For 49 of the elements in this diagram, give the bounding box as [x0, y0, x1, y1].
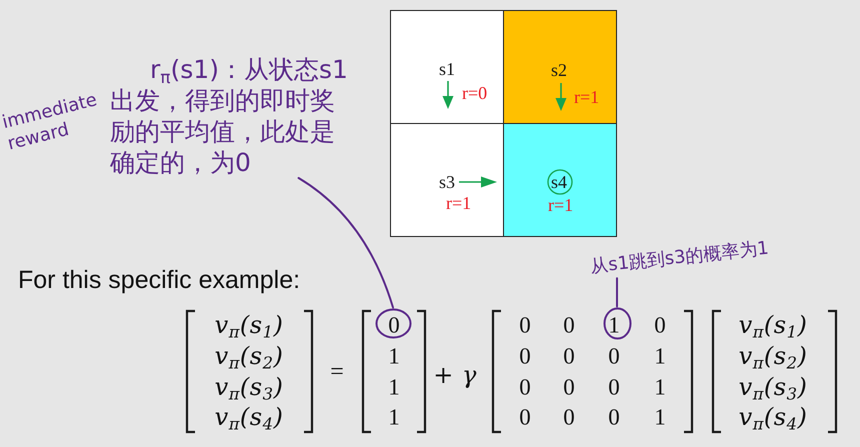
matrix-entry: 1: [608, 314, 620, 336]
reward-label: r=1: [548, 196, 574, 214]
matrix-entry: 0: [563, 406, 575, 428]
handwritten-note: r$_{π}$(s1)：从状态s1出发，得到的即时奖励的平均值，此处是确定的，为0: [110, 54, 355, 178]
matrix-entry: 0: [519, 406, 531, 428]
vector-entry: v$_{π}$(s$_{4}$): [738, 405, 808, 429]
state-label: s4: [551, 173, 568, 191]
reward-label: r=0: [462, 84, 488, 102]
grid-cell: [390, 123, 504, 237]
state-label: s1: [439, 60, 456, 78]
matrix-entry: 0: [563, 314, 575, 336]
equals-sign: =: [330, 360, 344, 384]
grid-cell: [503, 10, 617, 124]
grid-cell: [503, 123, 617, 237]
vector-entry: v$_{π}$(s$_{3}$): [738, 375, 808, 399]
matrix-entry: 0: [519, 314, 531, 336]
matrix-entry: 0: [608, 376, 620, 398]
matrix-entry: 1: [654, 406, 666, 428]
math-term: + γ: [433, 363, 477, 387]
state-label: s2: [551, 61, 568, 79]
vector-entry: 1: [388, 344, 400, 368]
reward-label: r=1: [574, 88, 600, 106]
state-label: s3: [439, 173, 456, 191]
matrix-entry: 1: [654, 344, 666, 368]
matrix-entry: 0: [608, 406, 620, 428]
matrix-entry: 0: [563, 376, 575, 398]
hand-drawn-circle: [374, 308, 412, 338]
leader-line: [616, 277, 618, 308]
vector-entry: v$_{π}$(s$_{1}$): [738, 313, 808, 337]
matrix-entry: 0: [654, 314, 666, 336]
hand-drawn-circle: [602, 306, 632, 340]
vector-entry: 1: [388, 406, 400, 428]
handwritten-note: 从s1跳到s3的概率为1: [589, 238, 770, 278]
reward-label: r=1: [446, 194, 472, 212]
leader-line: [298, 177, 394, 308]
vector-entry: v$_{π}$(s$_{2}$): [738, 344, 808, 368]
matrix-entry: 0: [519, 376, 531, 398]
matrix-entry: 0: [608, 344, 620, 368]
vector-entry: v$_{π}$(s$_{1}$): [214, 313, 284, 337]
vector-entry: v$_{π}$(s$_{2}$): [214, 344, 284, 368]
matrix-entry: 0: [563, 344, 575, 368]
vector-entry: 0: [388, 314, 400, 336]
intro-text: For this specific example:: [18, 265, 300, 295]
vector-entry: v$_{π}$(s$_{4}$): [214, 405, 284, 429]
grid-cell: [390, 10, 504, 124]
vector-entry: v$_{π}$(s$_{3}$): [214, 375, 284, 399]
matrix-entry: 0: [519, 344, 531, 368]
vector-entry: 1: [388, 376, 400, 398]
matrix-entry: 1: [654, 376, 666, 398]
